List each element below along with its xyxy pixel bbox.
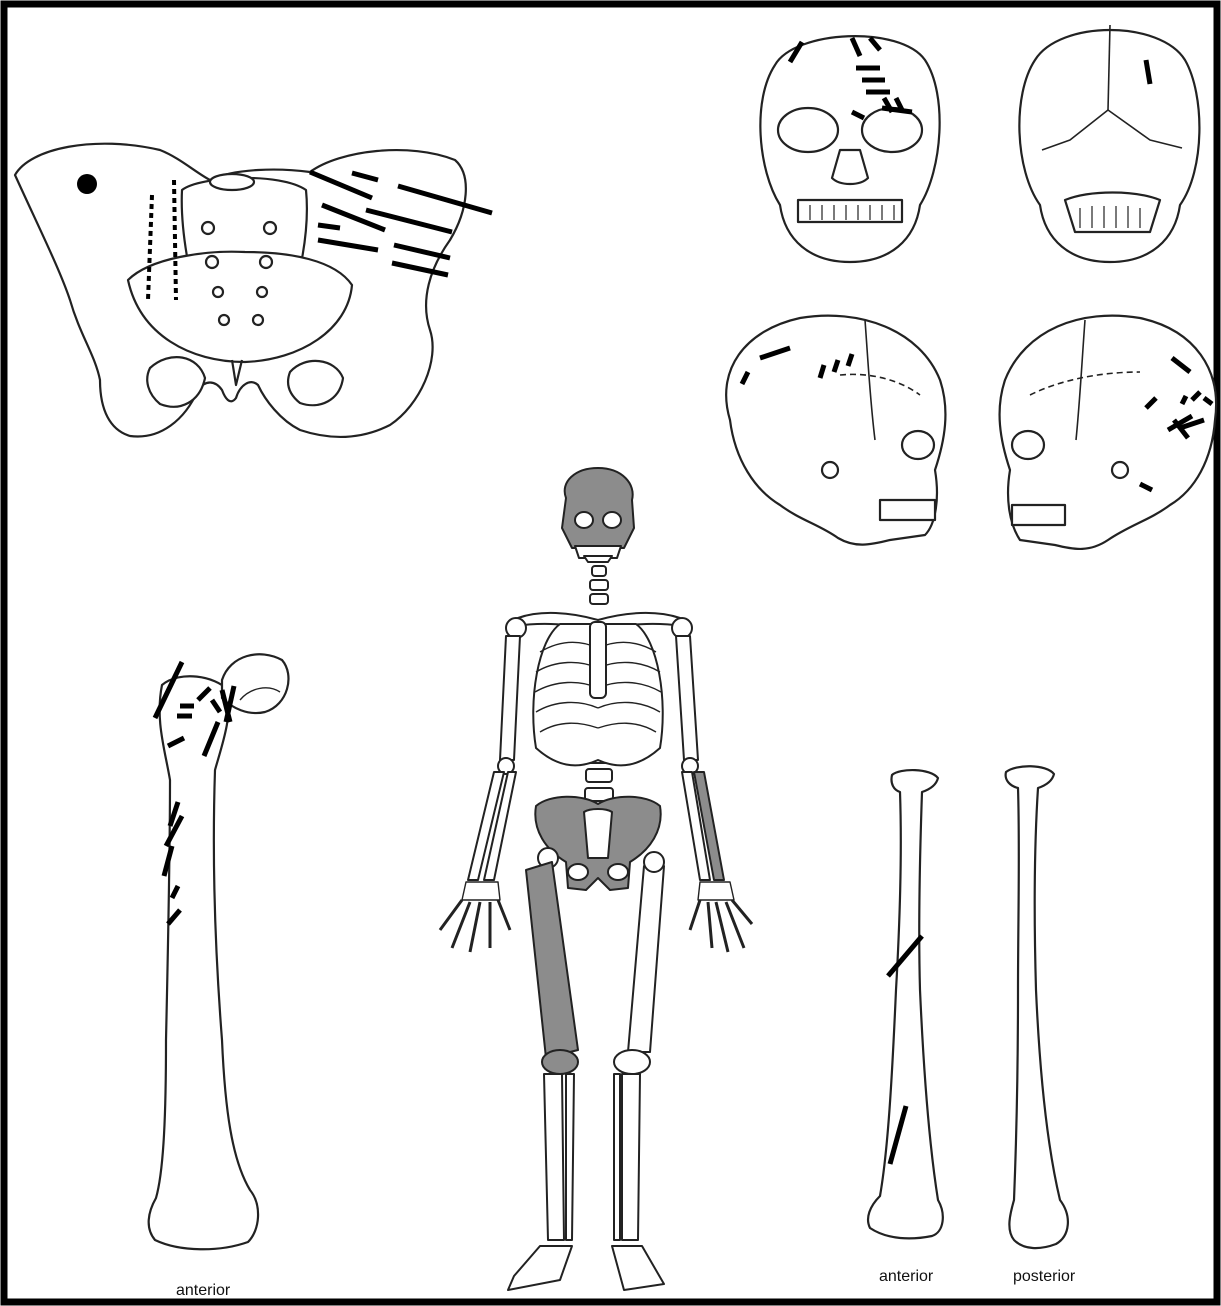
skeleton-knee: [542, 1050, 578, 1074]
radius-posterior-view-label: posterior: [1013, 1268, 1075, 1286]
skull-posterior: [1019, 25, 1199, 262]
radius-anterior-view-label: anterior: [879, 1268, 933, 1286]
skull-frontal: [760, 36, 939, 262]
femur-view-label: anterior: [176, 1282, 230, 1300]
skeleton-cranium: [562, 468, 634, 548]
cut-mark: [318, 225, 340, 228]
perforation-mark: [77, 174, 97, 194]
